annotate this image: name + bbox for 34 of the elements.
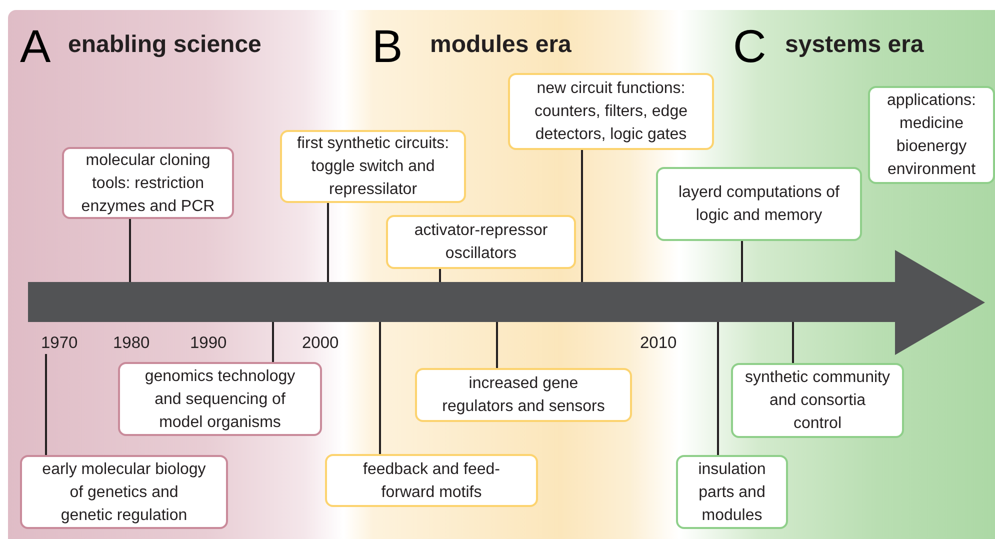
leader-line: [717, 322, 719, 455]
leader-line: [129, 219, 131, 282]
year-label: 1980: [113, 333, 150, 354]
panel-letter: A: [20, 20, 51, 72]
leader-line: [439, 269, 441, 282]
event-box: applications: medicine bioenergy environment: [868, 86, 995, 184]
era-title: enabling science: [68, 30, 262, 60]
era-title: systems era: [785, 30, 924, 60]
event-box: increased gene regulators and sensors: [415, 368, 632, 422]
event-box: synthetic community and consortia control: [731, 363, 904, 438]
event-box: genomics technology and sequencing of model organisms: [118, 362, 322, 436]
leader-line: [45, 354, 47, 455]
leader-line: [581, 150, 583, 282]
event-box: early molecular biology of genetics and genetic regulation: [20, 455, 228, 529]
event-box: molecular cloning tools: restriction enzymes and PCR: [62, 147, 234, 219]
event-box: first synthetic circuits: toggle switch and repressilator: [280, 130, 466, 203]
event-box: layerd computations of logic and memory: [656, 167, 862, 241]
event-box: feedback and feed-forward motifs: [325, 454, 538, 507]
panel-letter: C: [733, 20, 766, 72]
era-title: modules era: [430, 30, 572, 60]
event-box: new circuit functions: counters, filters, edge detectors, logic gates: [508, 73, 714, 150]
leader-line: [792, 322, 794, 363]
leader-line: [272, 322, 274, 362]
leader-line: [741, 241, 743, 282]
leader-line: [327, 203, 329, 282]
leader-line: [379, 322, 381, 454]
event-box: insulation parts and modules: [676, 455, 788, 529]
year-label: 1970: [41, 332, 78, 354]
year-label: 2010: [640, 333, 677, 354]
panel-letter: B: [372, 20, 403, 72]
event-box: activator-repressor oscillators: [386, 215, 576, 269]
leader-line: [496, 322, 498, 368]
year-label: 2000: [302, 333, 339, 354]
year-label: 1990: [190, 333, 227, 354]
